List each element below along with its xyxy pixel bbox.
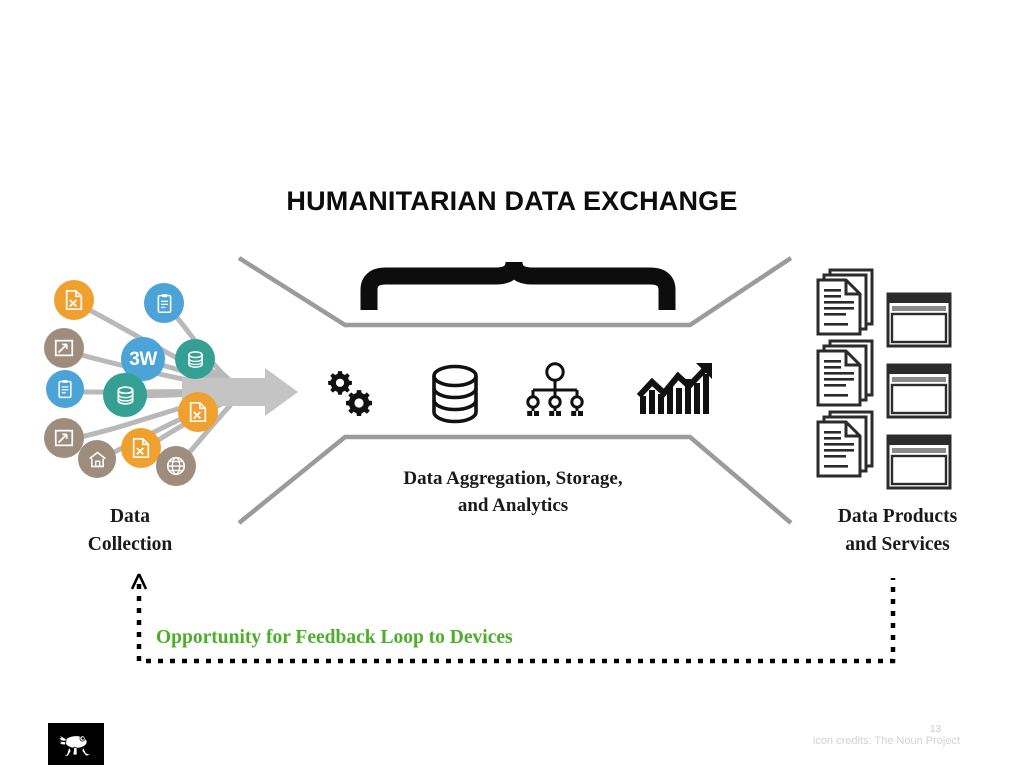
database-icon xyxy=(116,385,134,405)
source-node-globe-icon[interactable] xyxy=(156,446,196,486)
stage-label-data-products: Data Products and Services xyxy=(790,503,1005,558)
spreadsheet-file-icon xyxy=(65,290,83,310)
clipboard-survey-icon xyxy=(58,380,72,399)
shelter-house-icon xyxy=(88,451,106,467)
source-node-spreadsheet-file-icon[interactable] xyxy=(121,428,161,468)
curly-brace-icon xyxy=(360,261,676,310)
spreadsheet-file-icon xyxy=(189,402,207,422)
stage-label-line2: and Analytics xyxy=(457,494,569,516)
frog-icon xyxy=(56,734,93,757)
browser-window-group xyxy=(886,292,952,490)
database-icon xyxy=(432,364,478,424)
stage-label-data-aggregation: Data Aggregation, Storage, and Analytics xyxy=(352,466,674,520)
stage-label-line1: Data Aggregation, Storage, xyxy=(403,468,623,489)
source-node-satellite-imagery-icon[interactable] xyxy=(44,418,84,458)
gears-icon xyxy=(328,371,373,417)
growth-chart-icon xyxy=(636,362,712,414)
globe-icon xyxy=(166,456,186,476)
stage-label-data-collection: Data Collection xyxy=(40,503,220,558)
hierarchy-icon xyxy=(526,362,584,416)
source-node-clipboard-survey-icon[interactable] xyxy=(46,370,84,408)
source-node-database-icon[interactable] xyxy=(103,373,147,417)
clipboard-survey-icon xyxy=(157,293,171,313)
satellite-imagery-icon xyxy=(54,429,74,447)
spreadsheet-file-icon xyxy=(132,438,150,458)
funnel-outline xyxy=(237,256,793,525)
stage-label-line2: and Services xyxy=(845,533,950,555)
document-stack-group xyxy=(816,268,874,478)
stage-label-line2: Collection xyxy=(87,533,173,555)
source-node-shelter-house-icon[interactable] xyxy=(78,440,116,478)
source-node-clipboard-survey-icon[interactable] xyxy=(144,283,184,323)
source-node-spreadsheet-file-icon[interactable] xyxy=(54,280,94,320)
source-node-database-icon[interactable] xyxy=(175,339,215,379)
page-number: 13 xyxy=(930,724,942,735)
source-node-satellite-imagery-icon[interactable] xyxy=(44,328,84,368)
satellite-imagery-icon xyxy=(54,339,74,357)
stage-label-line1: Data Products xyxy=(837,506,958,527)
frog-logo xyxy=(48,723,104,765)
source-node-3w-label: 3W xyxy=(129,348,157,370)
feedback-loop-caption: Opportunity for Feedback Loop to Devices xyxy=(156,627,513,648)
stage-label-line1: Data xyxy=(109,506,151,527)
page-title: HUMANITARIAN DATA EXCHANGE xyxy=(286,186,738,216)
database-icon xyxy=(187,350,203,368)
feedback-loop-path xyxy=(130,573,896,664)
source-node-spreadsheet-file-icon[interactable] xyxy=(178,392,218,432)
icon-credits: icon credits: The Noun Project xyxy=(812,735,960,747)
